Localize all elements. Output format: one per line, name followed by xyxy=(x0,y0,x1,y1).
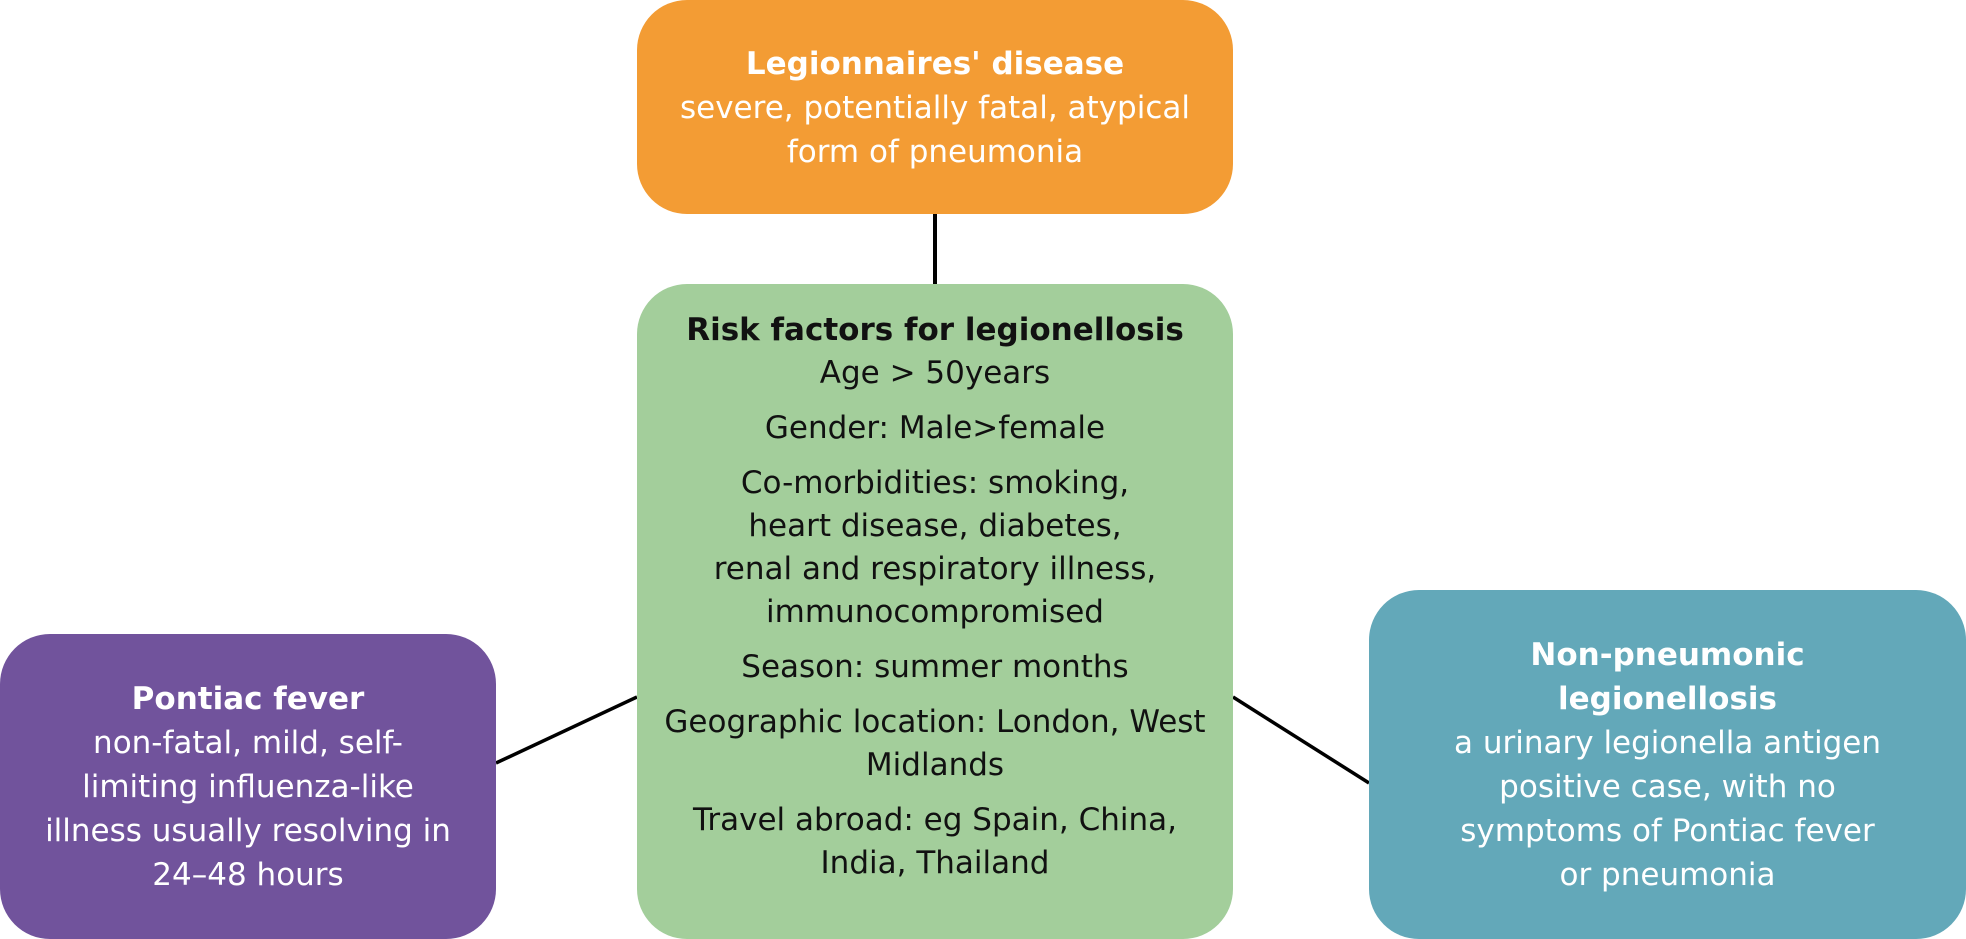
risk-factor-season: Season: summer months xyxy=(741,646,1128,689)
pontiac-fever-desc-line: limiting influenza-like xyxy=(82,768,414,805)
risk-factor-age: Age > 50years xyxy=(820,352,1050,395)
risk-factor-comorbidities-line: renal and respiratory illness, xyxy=(713,551,1157,587)
risk-factors-title: Risk factors for legionellosis xyxy=(686,312,1184,348)
pontiac-fever-box: Pontiac fever non-fatal, mild, self- lim… xyxy=(0,634,496,939)
pontiac-fever-title: Pontiac fever xyxy=(131,680,365,717)
risk-factor-season-text: Season: summer months xyxy=(741,649,1129,685)
risk-factor-travel-line: India, Thailand xyxy=(820,845,1050,881)
non-pneumonic-desc-line: symptoms of Pontiac fever xyxy=(1460,812,1875,849)
risk-factor-geographic-line: Geographic location: London, West xyxy=(664,704,1206,740)
pontiac-fever-desc-line: non-fatal, mild, self- xyxy=(93,724,403,761)
connector-center-right xyxy=(1232,695,1370,785)
non-pneumonic-desc-line: positive case, with no xyxy=(1499,768,1836,805)
risk-factor-comorbidities: Co-morbidities: smoking, heart disease, … xyxy=(714,462,1157,634)
pontiac-fever-desc-line: 24–48 hours xyxy=(152,856,344,893)
risk-factor-gender: Gender: Male>female xyxy=(765,407,1105,450)
risk-factors-box: Risk factors for legionellosis Age > 50y… xyxy=(637,284,1233,939)
non-pneumonic-title-line: Non-pneumonic xyxy=(1530,636,1805,673)
legionnaires-disease-desc-line: severe, potentially fatal, atypical xyxy=(679,90,1191,126)
risk-factor-comorbidities-line: immunocompromised xyxy=(766,594,1104,630)
non-pneumonic-desc-line: a urinary legionella antigen xyxy=(1454,724,1881,761)
pontiac-fever-desc-line: illness usually resolving in xyxy=(45,812,451,849)
legionnaires-disease-desc-line: form of pneumonia xyxy=(786,134,1084,170)
risk-factor-age-text: Age > 50years xyxy=(819,355,1051,391)
risk-factor-travel-line: Travel abroad: eg Spain, China, xyxy=(692,802,1177,838)
risk-factor-travel: Travel abroad: eg Spain, China, India, T… xyxy=(693,799,1177,885)
legionnaires-disease-title: Legionnaires' disease xyxy=(745,46,1125,82)
risk-factor-gender-text: Gender: Male>female xyxy=(764,410,1106,446)
risk-factor-geographic: Geographic location: London, West Midlan… xyxy=(664,701,1205,787)
risk-factor-geographic-line: Midlands xyxy=(865,747,1005,783)
connector-center-left xyxy=(495,695,638,765)
legionnaires-disease-box: Legionnaires' disease severe, potentiall… xyxy=(637,0,1233,214)
non-pneumonic-legionellosis-box: Non-pneumonic legionellosis a urinary le… xyxy=(1369,590,1966,939)
non-pneumonic-desc-line: or pneumonia xyxy=(1559,856,1776,893)
non-pneumonic-title-line: legionellosis xyxy=(1558,680,1777,717)
risk-factor-comorbidities-line: Co-morbidities: smoking, xyxy=(740,465,1130,501)
risk-factor-comorbidities-line: heart disease, diabetes, xyxy=(748,508,1122,544)
